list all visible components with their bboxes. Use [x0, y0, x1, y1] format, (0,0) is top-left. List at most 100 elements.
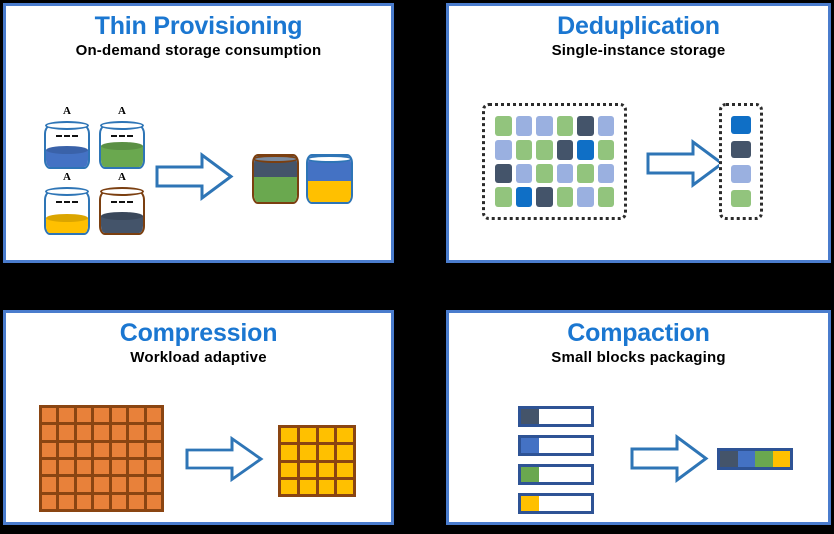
compression-block — [59, 408, 74, 423]
compaction-bar — [518, 493, 594, 514]
cylinder-label: A — [63, 171, 71, 183]
dedup-block — [556, 163, 573, 184]
dedup-block — [577, 116, 594, 136]
compression-block — [76, 459, 92, 475]
dedup-block — [515, 116, 532, 136]
dedup-block — [536, 163, 553, 184]
compression-result-grid — [278, 425, 356, 497]
right-arrow-icon — [154, 149, 234, 204]
source-cylinders: A A — [44, 105, 164, 236]
cylinder-label: A — [63, 105, 71, 117]
compression-block — [111, 425, 127, 440]
cylinder-source-2: A — [99, 105, 145, 172]
compressed-block — [281, 428, 297, 443]
cylinder-segment — [254, 177, 297, 202]
compression-block — [129, 459, 144, 475]
page-title: Compression — [119, 319, 278, 347]
cylinder-fill — [101, 142, 143, 167]
dedup-block — [515, 163, 532, 184]
dedup-block — [556, 116, 573, 136]
compression-block — [94, 494, 109, 509]
compression-block — [76, 425, 92, 440]
packed-segment — [720, 451, 738, 467]
panel-heading-group: Thin Provisioning On-demand storage cons… — [6, 6, 391, 60]
page-title: Compaction — [567, 319, 710, 347]
dedup-block — [495, 187, 512, 207]
dedup-block — [597, 163, 614, 184]
cylinder-fill — [46, 146, 88, 167]
compression-block — [76, 494, 92, 509]
compression-block — [146, 408, 161, 423]
panel-compaction: Compaction Small blocks packaging — [446, 310, 831, 525]
dedup-result-container — [719, 103, 763, 220]
compressed-block — [337, 445, 353, 460]
cylinder-fill — [46, 213, 88, 233]
panel-thin-provisioning: Thin Provisioning On-demand storage cons… — [3, 3, 394, 263]
page-title: Thin Provisioning — [94, 12, 303, 40]
compression-block — [42, 425, 57, 440]
compression-block — [59, 442, 74, 457]
compressed-block — [299, 445, 316, 460]
panel-heading-group: Compression Workload adaptive — [6, 313, 391, 367]
panel-heading-group: Compaction Small blocks packaging — [449, 313, 828, 367]
cylinder-rim — [100, 187, 144, 196]
dedup-block — [556, 139, 573, 160]
cylinder-label: A — [118, 105, 126, 117]
dedup-unique-block — [731, 116, 751, 134]
compression-block — [59, 477, 74, 492]
packed-segment — [772, 451, 790, 467]
compression-block — [94, 408, 109, 423]
compression-block — [94, 442, 109, 457]
compression-block — [59, 494, 74, 509]
compressed-block — [281, 445, 297, 460]
cylinder-rim — [100, 121, 144, 130]
compression-block — [146, 442, 161, 457]
cylinder-rim — [45, 121, 89, 130]
dedup-unique-block — [731, 140, 751, 158]
dedup-block — [577, 139, 594, 160]
compression-block — [94, 459, 109, 475]
cylinder-source-1: A — [44, 105, 90, 172]
compression-block — [76, 477, 92, 492]
compressed-block — [337, 428, 353, 443]
bar-fill-segment — [521, 467, 539, 482]
compressed-block — [281, 479, 297, 494]
bar-fill-segment — [521, 409, 539, 424]
compaction-packed-bar — [717, 448, 793, 470]
cylinder-dashed-line — [110, 201, 134, 203]
result-cylinders — [252, 154, 362, 214]
page-subtitle: On-demand storage consumption — [75, 42, 322, 59]
panel-deduplication: Deduplication Single-instance storage — [446, 3, 831, 263]
compression-source-grid — [39, 405, 164, 512]
dedup-block — [495, 163, 512, 184]
packed-segment — [737, 451, 755, 467]
cylinder-label: A — [118, 171, 126, 183]
dedup-block — [536, 116, 553, 136]
dedup-unique-block — [731, 189, 751, 207]
cylinder-rim — [307, 155, 352, 163]
cylinder-result-2 — [306, 154, 353, 204]
cylinder-rim — [253, 155, 298, 163]
compression-block — [94, 477, 109, 492]
compression-block — [129, 494, 144, 509]
compression-block — [59, 459, 74, 475]
compression-block — [42, 494, 57, 509]
compression-block — [129, 477, 144, 492]
compression-block — [42, 459, 57, 475]
dedup-block — [597, 187, 614, 207]
dedup-block — [495, 139, 512, 160]
compression-block — [111, 408, 127, 423]
compression-block — [111, 477, 127, 492]
dedup-block — [536, 139, 553, 160]
page-title: Deduplication — [557, 12, 720, 40]
dedup-source-container — [482, 103, 627, 220]
compression-block — [42, 408, 57, 423]
compression-block — [76, 442, 92, 457]
compression-block — [111, 494, 127, 509]
panel-heading-group: Deduplication Single-instance storage — [449, 6, 828, 60]
dedup-block — [577, 187, 594, 207]
dedup-block — [597, 139, 614, 160]
compaction-bar — [518, 464, 594, 485]
cylinder-dashed-line — [55, 135, 79, 137]
compression-block — [146, 425, 161, 440]
